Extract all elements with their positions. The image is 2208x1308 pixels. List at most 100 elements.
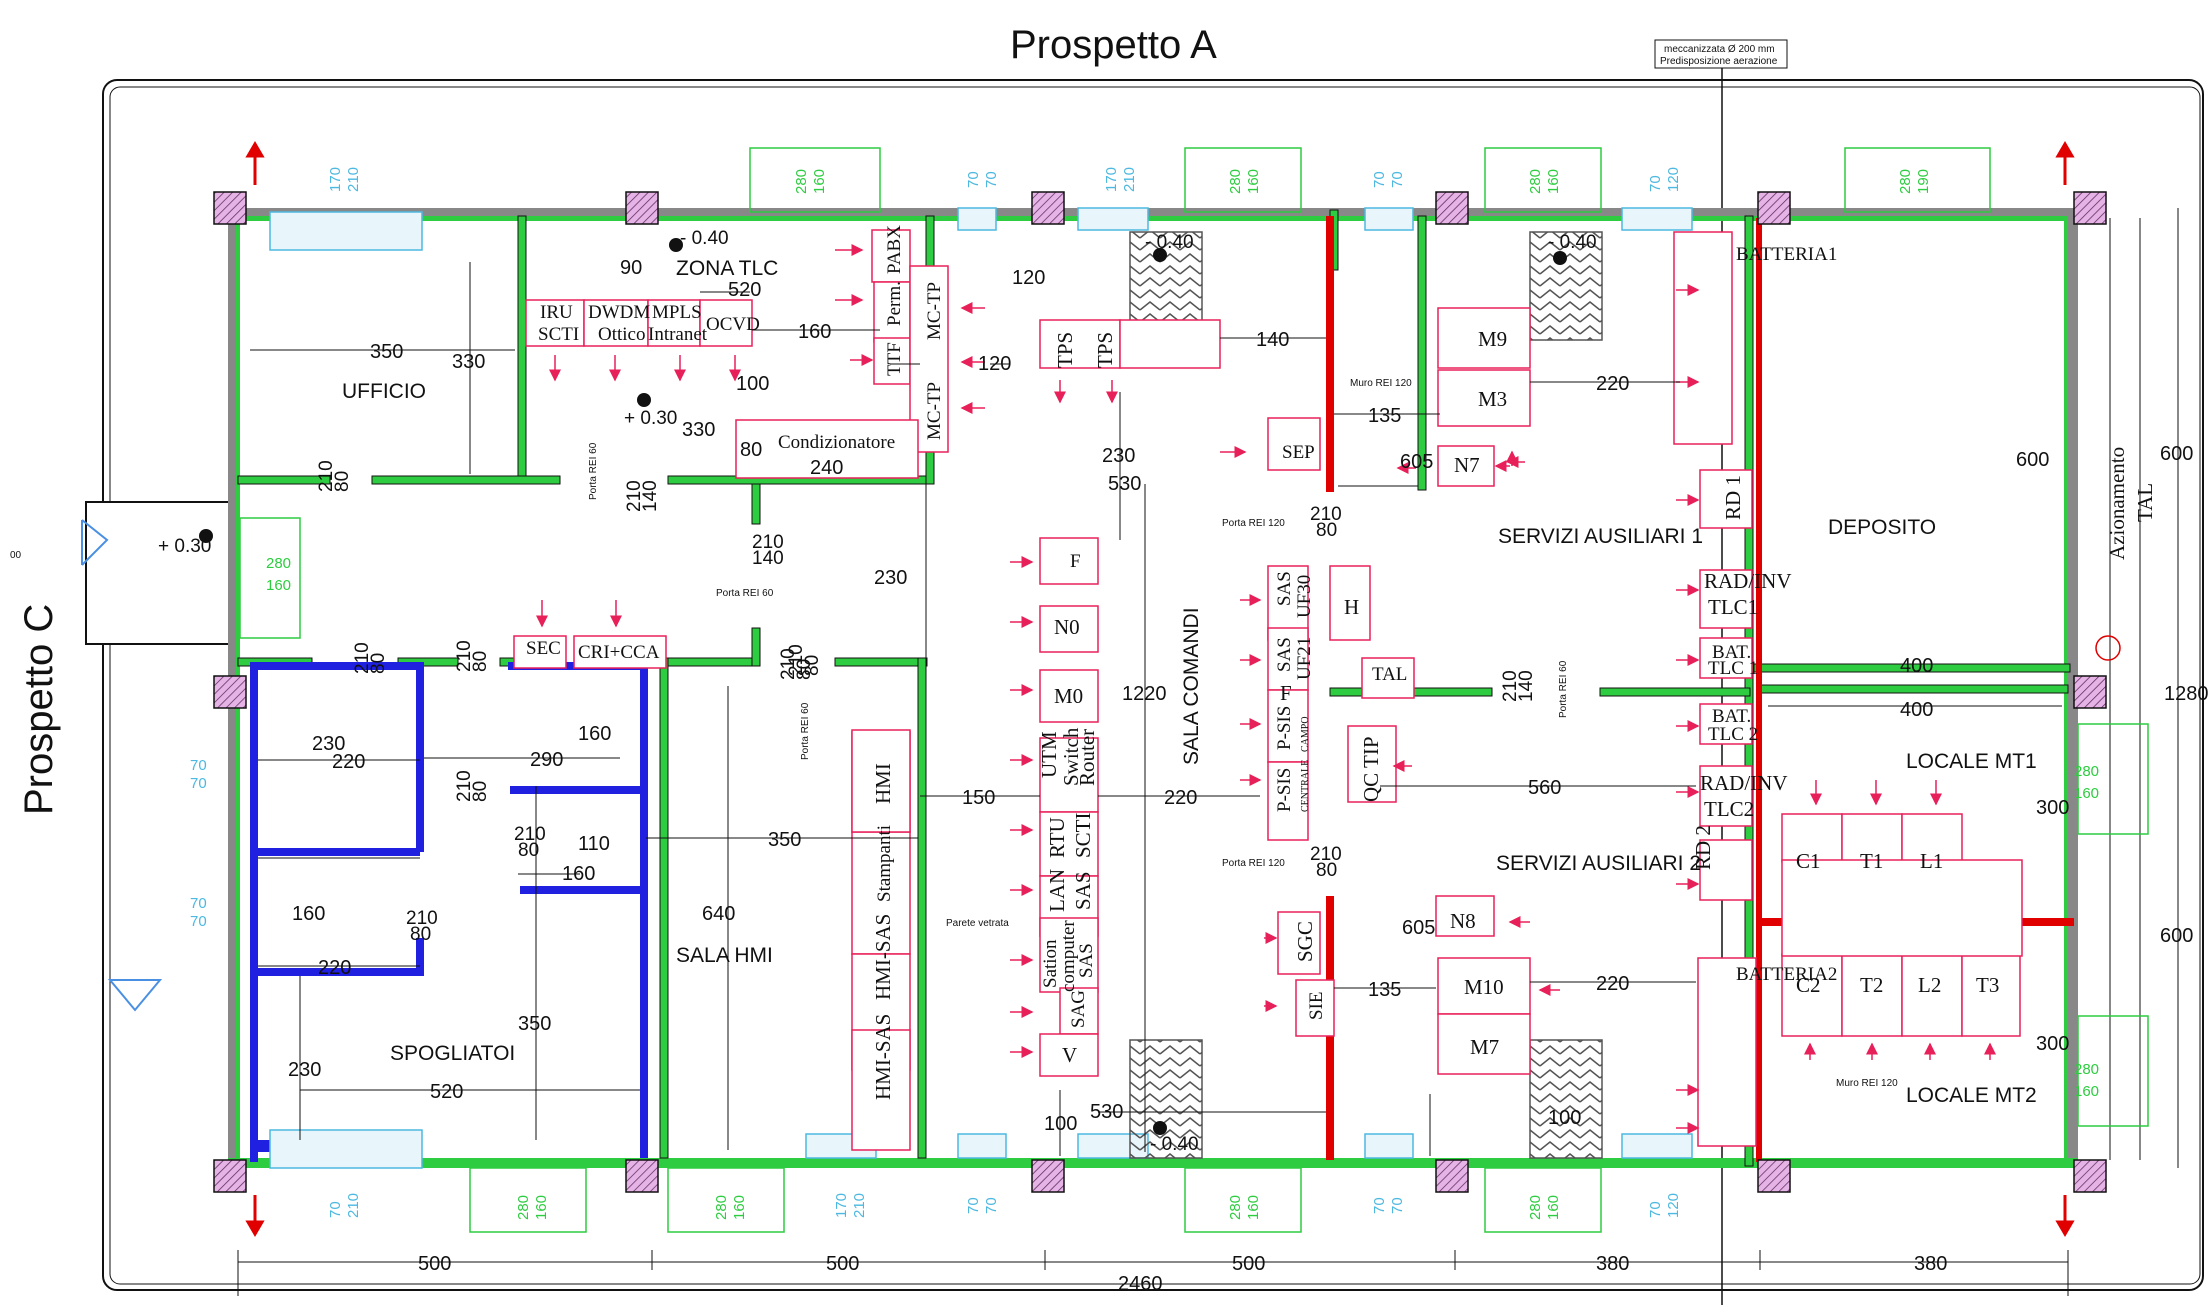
svg-text:TLC 2: TLC 2	[1708, 724, 1758, 745]
svg-text:SAS: SAS	[1071, 871, 1095, 910]
svg-text:C1: C1	[1796, 849, 1821, 873]
svg-text:160: 160	[1245, 169, 1262, 194]
svg-text:210: 210	[345, 167, 362, 192]
svg-text:280: 280	[2074, 763, 2099, 780]
svg-text:H: H	[1344, 595, 1359, 619]
svg-text:210: 210	[624, 480, 645, 512]
svg-text:TPS: TPS	[1053, 332, 1077, 368]
svg-text:90: 90	[620, 257, 642, 279]
exit-arrows	[245, 141, 2075, 1237]
svg-text:280: 280	[1897, 169, 1914, 194]
svg-text:140: 140	[752, 548, 784, 569]
svg-text:V: V	[1062, 1043, 1077, 1067]
svg-text:640: 640	[702, 903, 735, 925]
svg-text:80: 80	[794, 659, 815, 680]
svg-text:220: 220	[1596, 973, 1629, 995]
svg-text:RAD/INV: RAD/INV	[1704, 569, 1792, 593]
room-locale-mt2: LOCALE MT2	[1906, 1084, 2037, 1107]
svg-text:190: 190	[1915, 169, 1932, 194]
svg-text:380: 380	[1914, 1253, 1947, 1275]
svg-text:SEC: SEC	[526, 638, 561, 659]
svg-text:300: 300	[2036, 1033, 2069, 1055]
room-zona-tlc: ZONA TLC	[676, 257, 778, 280]
svg-text:160: 160	[731, 1195, 748, 1220]
svg-text:120: 120	[978, 353, 1011, 375]
svg-text:70: 70	[190, 775, 207, 792]
svg-text:70: 70	[1389, 171, 1406, 188]
equipment	[513, 229, 2023, 1151]
svg-text:70: 70	[1389, 1197, 1406, 1214]
svg-text:SAS: SAS	[1274, 637, 1295, 672]
svg-text:Muro REI 120: Muro REI 120	[1836, 1078, 1898, 1089]
side-doors	[239, 517, 2149, 1127]
svg-text:1280: 1280	[2164, 683, 2208, 705]
room-azionamento-2: TAL	[2133, 483, 2157, 522]
svg-text:Perm.: Perm.	[884, 281, 905, 326]
pillars	[213, 191, 2107, 1193]
hmi-column	[851, 729, 911, 833]
svg-text:MC-TP: MC-TP	[924, 282, 945, 340]
svg-text:160: 160	[292, 903, 325, 925]
svg-text:210: 210	[454, 640, 475, 672]
window-tags: 170 210 70 70 170 210 70 70 70 120 70 21…	[190, 167, 1682, 1218]
svg-text:P-SIS: P-SIS	[1274, 706, 1295, 750]
svg-text:170: 170	[327, 167, 344, 192]
svg-text:520: 520	[728, 279, 761, 301]
svg-text:520: 520	[430, 1081, 463, 1103]
svg-text:RAD/INV: RAD/INV	[1700, 771, 1788, 795]
svg-text:- 0.40: - 0.40	[1548, 232, 1597, 253]
svg-text:LAN: LAN	[1045, 869, 1069, 912]
svg-text:70: 70	[965, 171, 982, 188]
room-servizi-1: SERVIZI AUSILIARI 1	[1498, 525, 1703, 548]
svg-text:2460: 2460	[1118, 1273, 1163, 1295]
svg-text:210: 210	[851, 1193, 868, 1218]
svg-text:135: 135	[1368, 405, 1401, 427]
svg-text:400: 400	[1900, 699, 1933, 721]
doors-top	[749, 147, 1991, 213]
svg-text:70: 70	[1371, 1197, 1388, 1214]
svg-text:Muro REI 120: Muro REI 120	[1350, 378, 1412, 389]
svg-text:- 0.40: - 0.40	[1150, 1134, 1199, 1155]
svg-text:160: 160	[533, 1195, 550, 1220]
svg-text:Parete vetrata: Parete vetrata	[946, 918, 1009, 929]
svg-text:TLC 1: TLC 1	[1708, 658, 1758, 679]
svg-text:QC TIP: QC TIP	[1359, 736, 1383, 802]
aeration-note-1: meccanizzata Ø 200 mm	[1664, 44, 1775, 55]
svg-text:120: 120	[1665, 167, 1682, 192]
svg-text:280: 280	[1527, 169, 1544, 194]
svg-text:N7: N7	[1454, 453, 1480, 477]
svg-text:70: 70	[983, 1197, 1000, 1214]
room-sala-hmi: SALA HMI	[676, 944, 773, 967]
svg-text:00: 00	[10, 550, 22, 561]
svg-text:100: 100	[1548, 1107, 1581, 1129]
svg-text:160: 160	[2074, 785, 2099, 802]
svg-text:120: 120	[1665, 1193, 1682, 1218]
svg-text:SGC: SGC	[1293, 921, 1317, 962]
svg-text:Porta REI 60: Porta REI 60	[800, 702, 811, 760]
svg-text:Router: Router	[1075, 729, 1099, 786]
svg-text:160: 160	[266, 577, 291, 594]
svg-text:160: 160	[562, 863, 595, 885]
svg-text:CRI+CCA: CRI+CCA	[578, 642, 660, 663]
svg-text:80: 80	[332, 471, 353, 492]
svg-text:80: 80	[802, 655, 823, 676]
svg-text:600: 600	[2016, 449, 2049, 471]
svg-text:M3: M3	[1478, 387, 1507, 411]
svg-text:SEP: SEP	[1282, 442, 1315, 463]
svg-text:70: 70	[1647, 175, 1664, 192]
level-markers: - 0.40 - 0.40 - 0.40 - 0.40 + 0.30 + 0.3…	[10, 228, 1597, 1155]
svg-text:350: 350	[518, 1013, 551, 1035]
svg-text:Porta REI 60: Porta REI 60	[716, 588, 774, 599]
svg-text:TPS: TPS	[1093, 332, 1117, 368]
svg-text:210: 210	[454, 770, 475, 802]
equipment-labels: IRU SCTI DWDM Ottico MPLS Intranet OCVD …	[526, 225, 1999, 1100]
doors-bottom	[469, 1167, 1602, 1233]
svg-text:500: 500	[418, 1253, 451, 1275]
svg-text:80: 80	[518, 840, 539, 861]
svg-text:80: 80	[740, 439, 762, 461]
svg-text:MC-TP: MC-TP	[924, 382, 945, 440]
svg-text:290: 290	[530, 749, 563, 771]
svg-text:- 0.40: - 0.40	[1145, 232, 1194, 253]
svg-text:280: 280	[266, 555, 291, 572]
svg-text:210: 210	[514, 824, 546, 845]
